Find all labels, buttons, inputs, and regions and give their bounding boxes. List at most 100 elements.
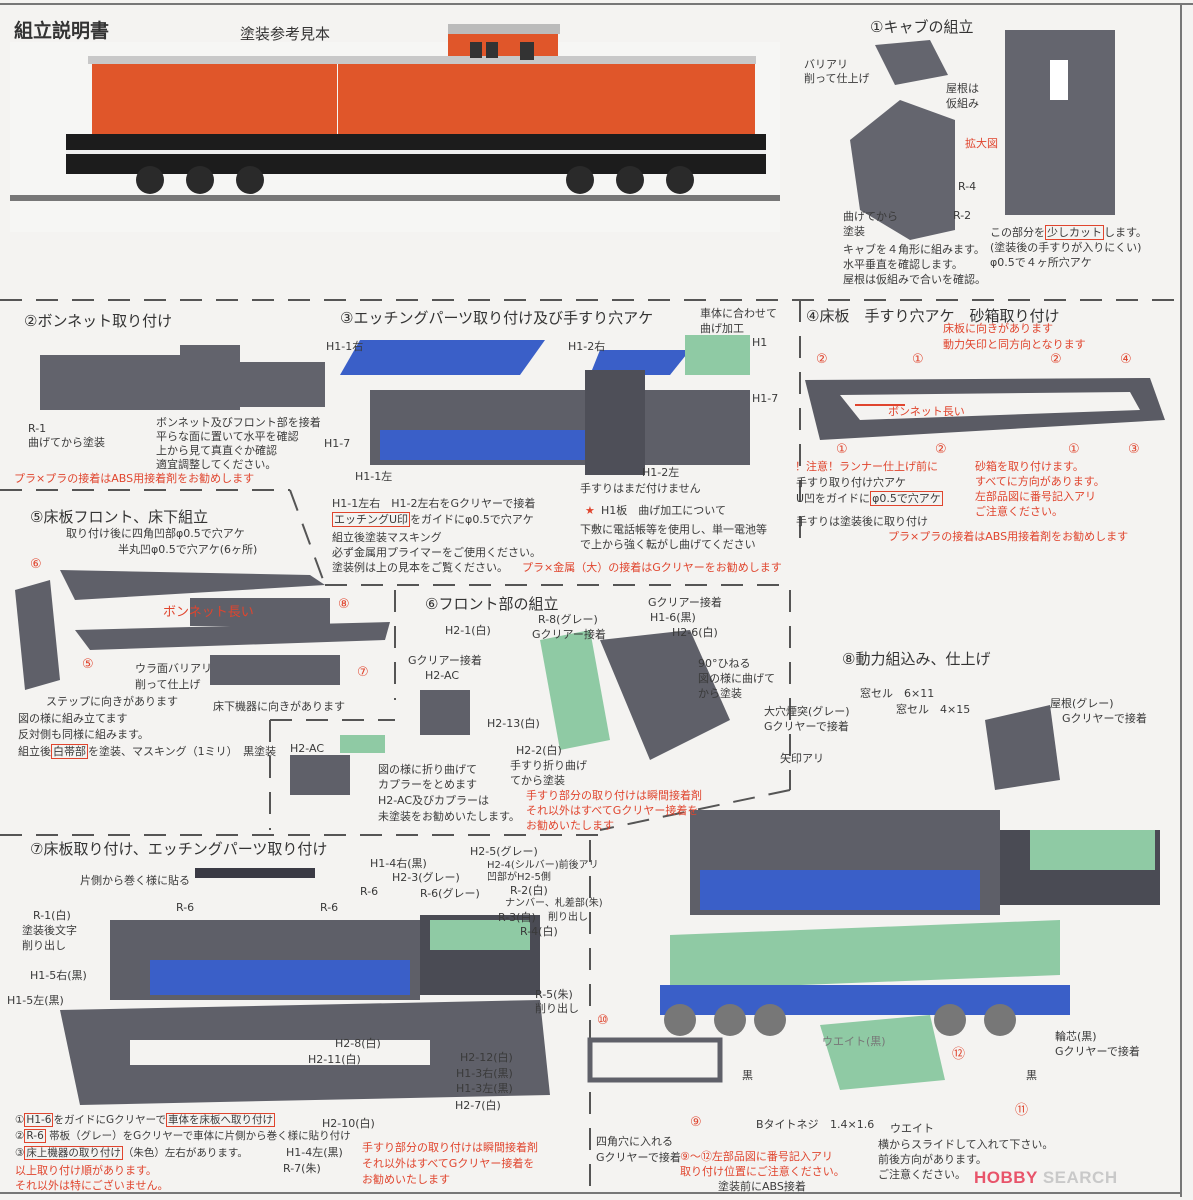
part-number: ⑪ — [1015, 1103, 1029, 1118]
part-label: 片側から巻く様に貼る — [80, 874, 190, 887]
part-label: H2-4(シルバー)前後アリ — [487, 860, 599, 871]
part-label: H2-1(白) — [445, 624, 491, 637]
text-part: この部分を — [990, 226, 1045, 239]
note-red: 手すり部分の取り付けは瞬間接着剤 — [362, 1141, 538, 1154]
part-label: R-6(グレー) — [420, 887, 480, 900]
part-label: 90°ひねる — [698, 657, 751, 670]
part-number: ⑧ — [338, 597, 350, 612]
note-red: プラ×プラの接着はABS用接着剤をお勧めします — [14, 472, 255, 485]
highlight-box: 少しカット — [1045, 225, 1104, 240]
part-label: 黒 — [1026, 1069, 1037, 1082]
instruction-text: H2-AC及びカプラーは — [378, 794, 490, 807]
instruction-text: 塗装前にABS接着 — [718, 1180, 806, 1193]
star-icon: ★ — [585, 504, 595, 517]
part-label: R-5(朱) — [535, 988, 573, 1001]
text-part: ① — [15, 1114, 25, 1126]
part-label: 塗装 — [843, 225, 865, 238]
part-label: Gクリアー接着 — [532, 628, 606, 641]
part-label: 黒 — [742, 1069, 753, 1082]
part-number: ⑩ — [597, 1013, 609, 1028]
part-label: てから塗装 — [510, 774, 565, 787]
part-number: ⑨ — [690, 1115, 702, 1130]
part-label: バリアリ — [804, 58, 848, 71]
instruction-text: 未塗装をお勧めいたします。 — [378, 810, 520, 823]
etching-drawing — [340, 335, 750, 475]
note-red: ボンネット長い — [888, 405, 965, 418]
instruction-text: 上から見て真直ぐか確認 — [156, 444, 277, 457]
highlight-box: R-6 — [24, 1129, 46, 1143]
part-label: R-2 — [953, 209, 972, 222]
highlight-box: 床上機器の取り付け — [24, 1146, 123, 1160]
part-label: 窓セル 6×11 — [860, 687, 935, 700]
cab-drawing — [850, 30, 1115, 240]
part-label: Gクリアー接着 — [408, 654, 482, 667]
part-label: H1-7 — [324, 437, 351, 450]
part-label: 屋根(グレー) — [1050, 697, 1114, 710]
note-red: ！注意！ランナー仕上げ前に — [795, 460, 938, 473]
part-label: H2-2(白) — [516, 744, 562, 757]
part-label: R-7(朱) — [283, 1162, 321, 1175]
instruction-text: (塗装後の手すりが入りにくい) — [990, 241, 1142, 254]
note-red: すべてに方向があります。 — [975, 475, 1105, 488]
instruction-text: 水平垂直を確認します。 — [843, 258, 963, 271]
part-label: H1-2左 — [642, 466, 680, 479]
sandbox-number: ① — [912, 352, 924, 367]
logo-suffix: SEARCH — [1042, 1168, 1118, 1187]
note-red: ⑨～⑫左部品図に番号記入アリ — [680, 1150, 833, 1163]
note-red: それ以外は特にございません。 — [15, 1179, 169, 1192]
part-label: H2-11(白) — [308, 1053, 361, 1066]
part-label: H1-1左 — [355, 470, 393, 483]
part-label: R-6 — [360, 885, 379, 898]
part-label: H1-4左(黒) — [286, 1146, 343, 1159]
part-label: H2-3(グレー) — [392, 871, 460, 884]
part-label: R-6 — [320, 901, 339, 914]
section-dividers — [0, 299, 1181, 1190]
part-label: ウエイト(黒) — [822, 1035, 886, 1048]
instruction-text: 平らな面に置いて水平を確認 — [156, 430, 299, 443]
instruction-text: 床下機器に向きがあります — [213, 700, 345, 713]
part-label: H2-6(白) — [672, 626, 718, 639]
text-part: ③ — [15, 1147, 25, 1159]
instruction-text: 四角穴に入れる — [596, 1135, 673, 1148]
part-number: ⑫ — [952, 1047, 966, 1062]
sandbox-number: ② — [935, 442, 947, 457]
instruction-text: で上から強く転がし曲げてください — [580, 538, 756, 551]
instruction-text: この部分を少しカットします。 — [990, 225, 1147, 240]
part-label: 矢印アリ — [780, 752, 824, 765]
part-label: H2-10(白) — [322, 1117, 375, 1130]
part-label: R-6 — [176, 901, 195, 914]
section-6-title: ⑥フロント部の組立 — [425, 595, 559, 613]
part-label: Gクリヤーで接着 — [764, 720, 849, 733]
part-label: H1 — [752, 336, 768, 349]
section-3-title: ③エッチングパーツ取り付け及び手すり穴アケ — [340, 309, 654, 327]
power-unit-drawing — [587, 705, 1160, 1090]
sandbox-number: ① — [836, 442, 848, 457]
text-part: （朱色）左右があります。 — [122, 1147, 248, 1159]
part-label: H2-7(白) — [455, 1099, 501, 1112]
body-floor-drawing — [60, 868, 550, 1105]
part-label: R-8(グレー) — [538, 613, 598, 626]
part-label: H1-3左(黒) — [456, 1082, 513, 1095]
section-2-title: ②ボンネット取り付け — [24, 312, 173, 330]
part-label: 輪芯(黒) — [1055, 1030, 1097, 1043]
section-7-title: ⑦床板取り付け、エッチングパーツ取り付け — [30, 840, 328, 858]
floor-front-drawing — [15, 570, 390, 690]
note-red: 取り付け位置にご注意ください。 — [680, 1165, 845, 1178]
instruction-text: H1板 曲げ加工について — [601, 504, 726, 517]
instruction-text: φ0.5で４ヶ所穴アケ — [990, 256, 1092, 269]
highlight-box: H1-6 — [24, 1113, 54, 1127]
document-title: 組立説明書 — [14, 20, 110, 42]
instruction-text: 手すりはまだ付けません — [580, 482, 701, 495]
part-label: Bタイトネジ — [756, 1118, 819, 1131]
part-label: R-4 — [958, 180, 977, 193]
logo-brand: HOBBY — [974, 1168, 1038, 1187]
instruction-text: エッチングU印をガイドにφ0.5で穴アケ — [332, 512, 534, 527]
part-label: H1-5左(黒) — [7, 994, 64, 1007]
instruction-text: 組立後白帯部を塗装、マスキング（1ミリ） 黒塗装 — [18, 744, 276, 759]
instruction-text: Gクリヤーで接着 — [596, 1151, 681, 1164]
text-part: ② — [15, 1130, 25, 1142]
